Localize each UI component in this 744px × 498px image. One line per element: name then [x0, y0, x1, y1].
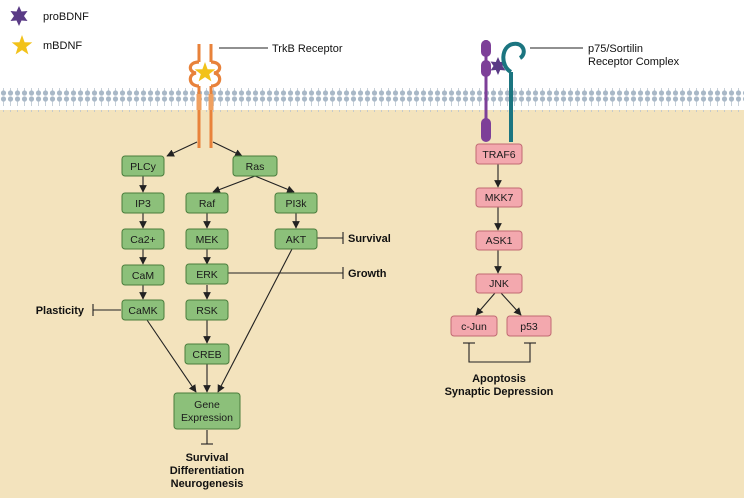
node-camk: CaMK [121, 299, 165, 321]
node-rsk-label: RSK [196, 305, 218, 317]
p75-domain [481, 40, 491, 57]
node-mek: MEK [185, 228, 229, 250]
node-mkk7: MKK7 [475, 187, 523, 208]
node-akt: AKT [274, 228, 318, 250]
cell-membrane [0, 88, 744, 112]
node-p53-label: p53 [520, 321, 538, 333]
node-mkk7-label: MKK7 [485, 192, 514, 204]
mbdnf-star-icon [11, 35, 33, 55]
p75-label-line2: Receptor Complex [588, 56, 680, 68]
node-pi3k-label: PI3k [285, 198, 307, 210]
probdnf-star-icon [10, 6, 28, 26]
trkb-inhibitions [92, 232, 344, 445]
node-raf-label: Raf [199, 198, 215, 210]
node-ask1: ASK1 [475, 230, 523, 251]
node-plcy-label: PLCy [130, 161, 156, 173]
mbdnf-star-icon [194, 62, 216, 82]
node-jnk-label: JNK [489, 278, 509, 290]
node-traf6: TRAF6 [475, 143, 523, 165]
outcome-plasticity: Plasticity [36, 305, 85, 317]
node-camk-label: CaMK [128, 305, 157, 317]
outcome-survival: Survival [348, 233, 391, 245]
node-plcy: PLCy [121, 155, 165, 177]
node-mek-label: MEK [196, 234, 219, 246]
node-erk-label: ERK [196, 269, 218, 281]
outcome-growth: Growth [348, 268, 387, 280]
p75-edges [475, 164, 522, 316]
node-ras-label: Ras [246, 161, 265, 173]
node-cam: CaM [121, 264, 165, 286]
node-gene-line2: Expression [181, 412, 233, 424]
node-rsk: RSK [185, 299, 229, 321]
trkb-pathway-nodes: PLCy IP3 Ca2+ CaM CaMK Ras Raf MEK [121, 155, 318, 430]
node-jnk: JNK [475, 273, 523, 294]
node-cam-label: CaM [132, 270, 154, 282]
node-creb-label: CREB [192, 349, 221, 361]
outcome-synaptic-depression: Synaptic Depression [445, 386, 554, 398]
node-akt-label: AKT [286, 234, 307, 246]
legend-probdnf-label: proBDNF [43, 11, 89, 23]
node-gene-line1: Gene [194, 399, 220, 411]
node-creb: CREB [184, 343, 230, 365]
probdnf-star-icon [490, 57, 506, 75]
p75-pathway-nodes: TRAF6 MKK7 ASK1 JNK c-Jun p53 [450, 143, 552, 337]
node-ras: Ras [232, 155, 278, 177]
node-traf6-label: TRAF6 [482, 149, 515, 161]
legend: proBDNF mBDNF [10, 6, 89, 55]
p75-inhibition-bracket [463, 342, 536, 363]
node-ca2: Ca2+ [121, 228, 165, 250]
trkb-receptor: TrkB Receptor [188, 43, 343, 148]
node-cjun-label: c-Jun [461, 321, 487, 333]
node-erk: ERK [185, 263, 229, 285]
node-ask1-label: ASK1 [486, 235, 513, 247]
gene-outcome-survival: Survival [186, 452, 229, 464]
node-p53: p53 [506, 315, 552, 337]
legend-mbdnf-label: mBDNF [43, 40, 82, 52]
node-cjun: c-Jun [450, 315, 498, 337]
node-ca2-label: Ca2+ [130, 234, 155, 246]
p75-domain [481, 118, 491, 142]
p75-domain [481, 60, 491, 77]
cytoplasm [0, 110, 744, 498]
gene-outcome-neurogenesis: Neurogenesis [171, 478, 244, 490]
gene-outcome-differentiation: Differentiation [170, 465, 245, 477]
node-gene-expression: Gene Expression [173, 392, 241, 430]
node-pi3k: PI3k [274, 192, 318, 214]
outcome-apoptosis: Apoptosis [472, 373, 526, 385]
p75-label-line1: p75/Sortilin [588, 43, 643, 55]
node-ip3-label: IP3 [135, 198, 151, 210]
trkb-receptor-label: TrkB Receptor [272, 43, 343, 55]
node-raf: Raf [185, 192, 229, 214]
node-ip3: IP3 [121, 192, 165, 214]
p75-sortilin-complex: p75/Sortilin Receptor Complex [481, 40, 680, 142]
